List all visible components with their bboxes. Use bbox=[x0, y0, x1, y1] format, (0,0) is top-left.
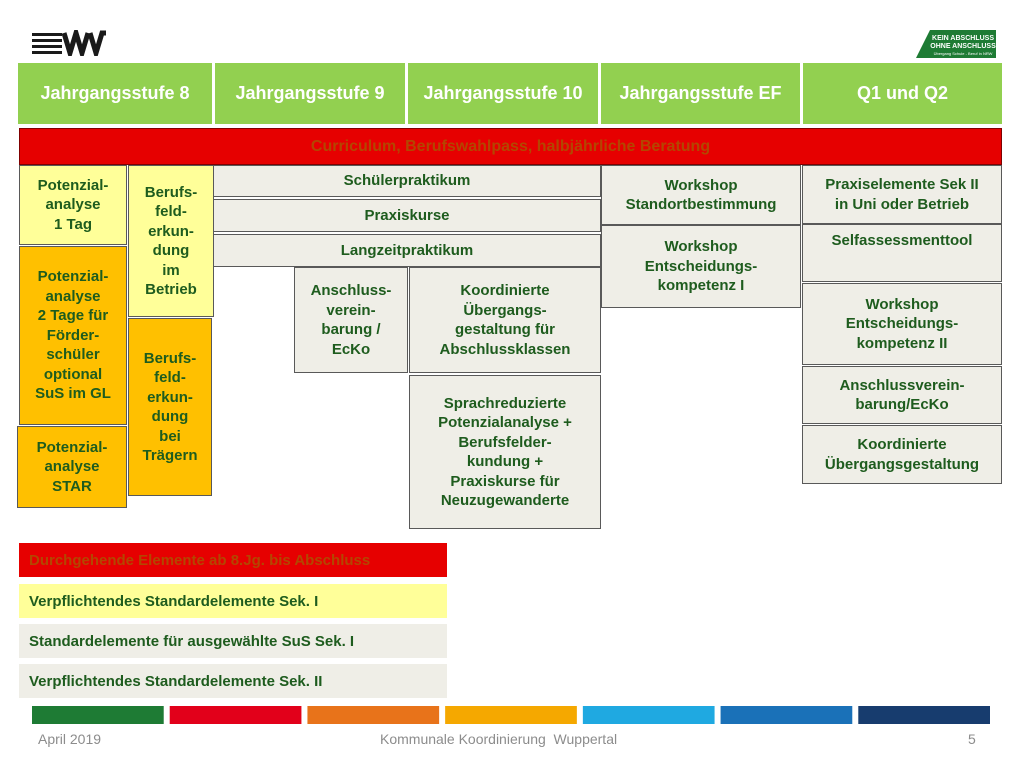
box-berufsfeld-betrieb: Berufs- feld- erkun- dung im Betrieb bbox=[128, 165, 214, 317]
box-potenzialanalyse-2tage: Potenzial- analyse 2 Tage für Förder- sc… bbox=[19, 246, 127, 425]
legend-text: Durchgehende Elemente ab 8.Jg. bis Absch… bbox=[29, 551, 371, 569]
box-schuelerpraktikum: Schülerpraktikum bbox=[213, 165, 601, 197]
logo-line3: Übergang Schule - Beruf in NRW bbox=[934, 51, 993, 56]
tab-jahrgang-9: Jahrgangsstufe 9 bbox=[215, 63, 405, 124]
box-koordinierte-uebergang: Koordinierte Übergangsgestaltung bbox=[802, 425, 1002, 484]
box-text: Workshop Entscheidungs- kompetenz I bbox=[644, 238, 758, 295]
box-praxiselemente: Praxiselemente Sek II in Uni oder Betrie… bbox=[802, 165, 1002, 224]
legend-text: Verpflichtendes Standardelemente Sek. II bbox=[29, 672, 323, 690]
stripe-segment bbox=[445, 706, 577, 724]
box-text: Praxiselemente Sek II in Uni oder Betrie… bbox=[825, 176, 979, 213]
box-workshop-standort: Workshop Standortbestimmung bbox=[601, 165, 801, 225]
stripe-svg bbox=[32, 706, 990, 724]
box-sprachreduzierte: Sprachreduzierte Potenzialanalyse + Beru… bbox=[409, 375, 601, 529]
tab-jahrgang-8: Jahrgangsstufe 8 bbox=[18, 63, 212, 124]
tab-label: Jahrgangsstufe 10 bbox=[423, 83, 583, 103]
wuppertal-logo bbox=[30, 24, 108, 62]
box-workshop-entscheidung-1: Workshop Entscheidungs- kompetenz I bbox=[601, 225, 801, 308]
footer-page: 5 bbox=[968, 731, 976, 747]
legend-ausgewaehlte-sus: Standardelemente für ausgewählte SuS Sek… bbox=[19, 624, 447, 658]
logo-line1: KEIN ABSCHLUSS bbox=[932, 35, 994, 42]
box-text: Berufs- feld- erkun- dung im Betrieb bbox=[144, 183, 198, 299]
box-text: Potenzial- analyse STAR bbox=[36, 438, 108, 495]
tab-label: Q1 und Q2 bbox=[856, 83, 948, 103]
box-text: Langzeitpraktikum bbox=[340, 241, 474, 259]
box-text: Workshop Entscheidungs- kompetenz II bbox=[845, 295, 959, 352]
box-text: Koordinierte Übergangsgestaltung bbox=[824, 436, 980, 473]
box-selfassessment: Selfassessmenttool bbox=[802, 224, 1002, 282]
box-text: Berufs- feld- erkun- dung bei Trägern bbox=[142, 349, 198, 465]
box-text: Anschlussverein- barung/EcKo bbox=[839, 376, 965, 414]
legend-verpflichtend-sek1: Verpflichtendes Standardelemente Sek. I bbox=[19, 584, 447, 618]
box-text: Koordinierte Übergangs- gestaltung für A… bbox=[439, 282, 571, 358]
box-berufsfeld-traegern: Berufs- feld- erkun- dung bei Trägern bbox=[128, 318, 212, 496]
stripe-segment bbox=[720, 706, 853, 724]
stripe-segment bbox=[169, 706, 302, 724]
tab-q1-q2: Q1 und Q2 bbox=[803, 63, 1002, 124]
legend-text: Standardelemente für ausgewählte SuS Sek… bbox=[29, 632, 355, 650]
box-text: Schülerpraktikum bbox=[343, 172, 471, 190]
legend-durchgehend: Durchgehende Elemente ab 8.Jg. bis Absch… bbox=[19, 543, 447, 577]
banner-text: Curriculum, Berufswahlpass, halbjährlich… bbox=[310, 137, 711, 155]
box-potenzialanalyse-1tag: Potenzial- analyse 1 Tag bbox=[19, 165, 127, 245]
tab-jahrgang-ef: Jahrgangsstufe EF bbox=[601, 63, 800, 124]
tab-label: Jahrgangsstufe 8 bbox=[40, 83, 190, 103]
banner-durchgehend: Curriculum, Berufswahlpass, halbjährlich… bbox=[19, 128, 1002, 165]
tab-label: Jahrgangsstufe EF bbox=[619, 83, 782, 103]
legend-text: Verpflichtendes Standardelemente Sek. I bbox=[29, 592, 319, 610]
box-text: Sprachreduzierte Potenzialanalyse + Beru… bbox=[438, 394, 572, 510]
logo-line2: OHNE ANSCHLUSS bbox=[930, 43, 996, 50]
box-potenzialanalyse-star: Potenzial- analyse STAR bbox=[17, 426, 127, 508]
footer-date: April 2019 bbox=[38, 731, 102, 747]
box-text: Potenzial- analyse 1 Tag bbox=[37, 176, 109, 233]
box-text: Anschluss- verein- barung / EcKo bbox=[310, 282, 392, 358]
stripe-segment bbox=[858, 706, 990, 724]
tab-label: Jahrgangsstufe 9 bbox=[235, 83, 385, 103]
stripe-segment bbox=[582, 706, 715, 724]
footer-center: Kommunale Koordinierung Wuppertal bbox=[380, 731, 618, 747]
box-text: Workshop Standortbestimmung bbox=[625, 176, 777, 214]
stripe-segment bbox=[307, 706, 440, 724]
box-text: Praxiskurse bbox=[364, 206, 450, 224]
box-anschluss-ecko-2: Anschlussverein- barung/EcKo bbox=[802, 366, 1002, 424]
box-anschlussvereinbarung: Anschluss- verein- barung / EcKo bbox=[294, 267, 408, 373]
color-stripe bbox=[30, 706, 994, 724]
box-text: Selfassessmenttool bbox=[831, 232, 973, 249]
box-workshop-entscheidung-2: Workshop Entscheidungs- kompetenz II bbox=[802, 283, 1002, 365]
box-text: Potenzial- analyse 2 Tage für Förder- sc… bbox=[35, 268, 111, 403]
box-koordinierte-abschluss: Koordinierte Übergangs- gestaltung für A… bbox=[409, 267, 601, 373]
tab-jahrgang-10: Jahrgangsstufe 10 bbox=[408, 63, 598, 124]
box-praxiskurse: Praxiskurse bbox=[213, 199, 601, 232]
kein-abschluss-logo: KEIN ABSCHLUSS OHNE ANSCHLUSS Übergang S… bbox=[916, 28, 998, 62]
stripe-segment bbox=[32, 706, 164, 724]
legend-verpflichtend-sek2: Verpflichtendes Standardelemente Sek. II bbox=[19, 664, 447, 698]
box-langzeitpraktikum: Langzeitpraktikum bbox=[213, 234, 601, 267]
